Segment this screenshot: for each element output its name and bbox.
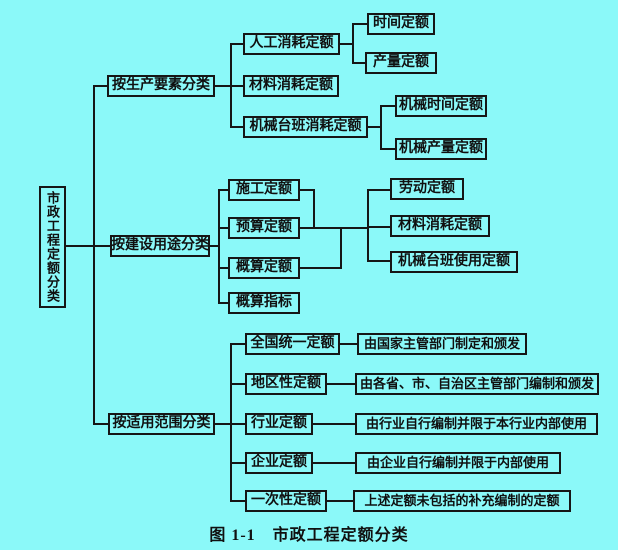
connector-trunk-to-branch1	[93, 85, 108, 87]
node-material-consumption-quota-2: 材料消耗定额	[390, 215, 490, 237]
connector	[367, 189, 369, 262]
connector	[352, 23, 367, 25]
node-budget-quota: 预算定额	[228, 217, 300, 239]
node-time-quota: 时间定额	[367, 13, 435, 35]
connector	[210, 245, 218, 247]
connector	[218, 189, 228, 191]
connector	[367, 226, 390, 228]
connector	[300, 267, 342, 269]
connector	[352, 62, 365, 64]
desc-one-time-quota: 上述定额未包括的补充编制的定额	[353, 490, 571, 512]
desc-enterprise-quota: 由企业自行编制并限于内部使用	[355, 452, 561, 474]
node-construction-quota: 施工定额	[228, 179, 300, 201]
connector	[327, 500, 353, 502]
connector	[230, 43, 243, 45]
desc-national-unified-quota: 由国家主管部门制定和颁发	[357, 333, 527, 355]
connector	[380, 148, 395, 150]
connector	[218, 189, 220, 304]
connector	[230, 462, 245, 464]
connector-trunk-to-branch3	[93, 423, 109, 425]
connector	[230, 383, 245, 385]
node-industry-quota: 行业定额	[245, 413, 313, 435]
connector	[340, 343, 357, 345]
connector	[230, 126, 243, 128]
figure-caption: 图 1-1 市政工程定额分类	[209, 527, 409, 544]
node-by-applicable-scope: 按适用范围分类	[108, 413, 215, 435]
connector	[300, 189, 315, 191]
connector	[367, 260, 390, 262]
node-machine-shift-consumption-quota: 机械台班消耗定额	[243, 116, 368, 138]
node-machine-time-quota: 机械时间定额	[395, 95, 487, 117]
connector	[300, 227, 367, 229]
node-by-construction-purpose: 按建设用途分类	[110, 235, 210, 257]
connector	[380, 105, 395, 107]
connector-trunk	[93, 85, 95, 425]
connector	[368, 126, 380, 128]
connector	[313, 462, 355, 464]
node-one-time-quota: 一次性定额	[245, 490, 327, 512]
node-regional-quota: 地区性定额	[245, 373, 327, 395]
node-preliminary-estimate-quota: 概算定额	[228, 257, 300, 279]
connector	[230, 500, 245, 502]
node-output-quota: 产量定额	[365, 52, 437, 74]
connector	[313, 423, 355, 425]
connector	[218, 302, 228, 304]
connector	[215, 423, 230, 425]
connector	[218, 227, 228, 229]
node-root-municipal-engineering-quota: 市政工程定额分类	[39, 186, 66, 308]
connector	[230, 85, 243, 87]
connector	[230, 423, 245, 425]
node-material-consumption-quota: 材料消耗定额	[243, 75, 339, 97]
connector	[313, 189, 315, 229]
connector	[218, 267, 228, 269]
node-labor-consumption-quota: 人工消耗定额	[243, 33, 340, 55]
connector	[340, 227, 342, 269]
node-preliminary-estimate-index: 概算指标	[228, 292, 300, 314]
connector	[215, 85, 232, 87]
connector	[352, 23, 354, 64]
node-by-production-factor: 按生产要素分类	[107, 75, 215, 97]
connector	[380, 105, 382, 150]
connector	[367, 189, 390, 191]
connector	[230, 343, 245, 345]
node-labor-quota: 劳动定额	[390, 178, 464, 200]
node-national-unified-quota: 全国统一定额	[245, 333, 340, 355]
connector	[340, 43, 352, 45]
node-enterprise-quota: 企业定额	[245, 452, 313, 474]
connector	[230, 343, 232, 502]
desc-industry-quota: 由行业自行编制并限于本行业内部使用	[355, 413, 598, 435]
connector-root-to-branch2	[65, 245, 111, 247]
desc-regional-quota: 由各省、市、自治区主管部门编制和颁发	[355, 373, 599, 395]
node-machine-shift-usage-quota: 机械台班使用定额	[390, 251, 518, 273]
connector	[327, 383, 355, 385]
node-machine-output-quota: 机械产量定额	[395, 138, 487, 160]
